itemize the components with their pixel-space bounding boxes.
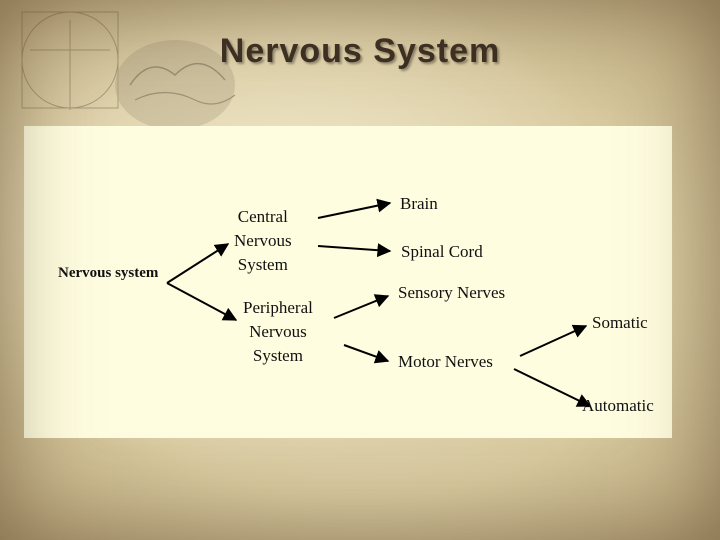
arrow-root-to-pns [166, 282, 238, 321]
spinal-cord-node: Spinal Cord [401, 242, 483, 261]
sensory-nerves-node: Sensory Nerves [398, 283, 506, 302]
cns-line-3: System [237, 255, 288, 274]
somatic-node: Somatic [592, 313, 648, 332]
pns-line-1: Peripheral [243, 298, 313, 317]
pns-line-2: Nervous [249, 322, 307, 341]
nervous-system-node: Nervous system [58, 265, 159, 281]
cns-line-1: Central [237, 207, 288, 226]
peripheral-nervous-system-node: Peripheral Nervous System [243, 296, 313, 368]
pns-line-3: System [252, 346, 303, 365]
arrow-pns-to-motor [343, 344, 390, 364]
arrow-motor-to-somatic [519, 324, 588, 357]
arrow-motor-to-automatic [513, 368, 592, 407]
arrow-pns-to-sensory [333, 294, 390, 319]
arrow-cns-to-spinal [317, 243, 392, 258]
brain-node: Brain [400, 194, 438, 213]
arrow-cns-to-brain [317, 198, 392, 219]
diagram-panel [24, 126, 672, 438]
automatic-node: Automatic [582, 396, 654, 415]
central-nervous-system-node: Central Nervous System [234, 205, 292, 277]
motor-nerves-node: Motor Nerves [398, 352, 493, 371]
cns-line-2: Nervous [234, 231, 292, 250]
arrow-root-to-cns [166, 243, 230, 284]
anatomical-sketch-image [21, 11, 236, 130]
slide-title: Nervous System [219, 32, 501, 70]
